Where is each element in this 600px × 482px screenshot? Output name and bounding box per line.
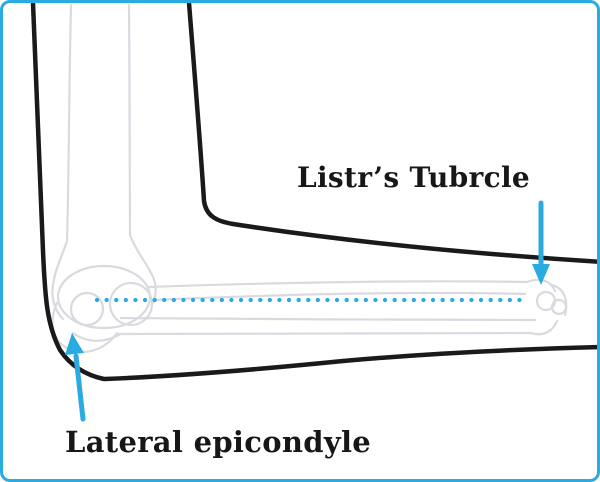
diagram-canvas — [30, 3, 597, 422]
label-listers-tubercle: Listr’s Tubrcle — [297, 161, 531, 194]
label-lateral-epicondyle: Lateral epicondyle — [65, 425, 372, 459]
arm-outline — [30, 3, 597, 382]
listers-arrow-down-icon — [532, 200, 550, 285]
lateral-arrow-up-icon — [65, 333, 86, 422]
bone-sketch-icon — [51, 3, 568, 353]
